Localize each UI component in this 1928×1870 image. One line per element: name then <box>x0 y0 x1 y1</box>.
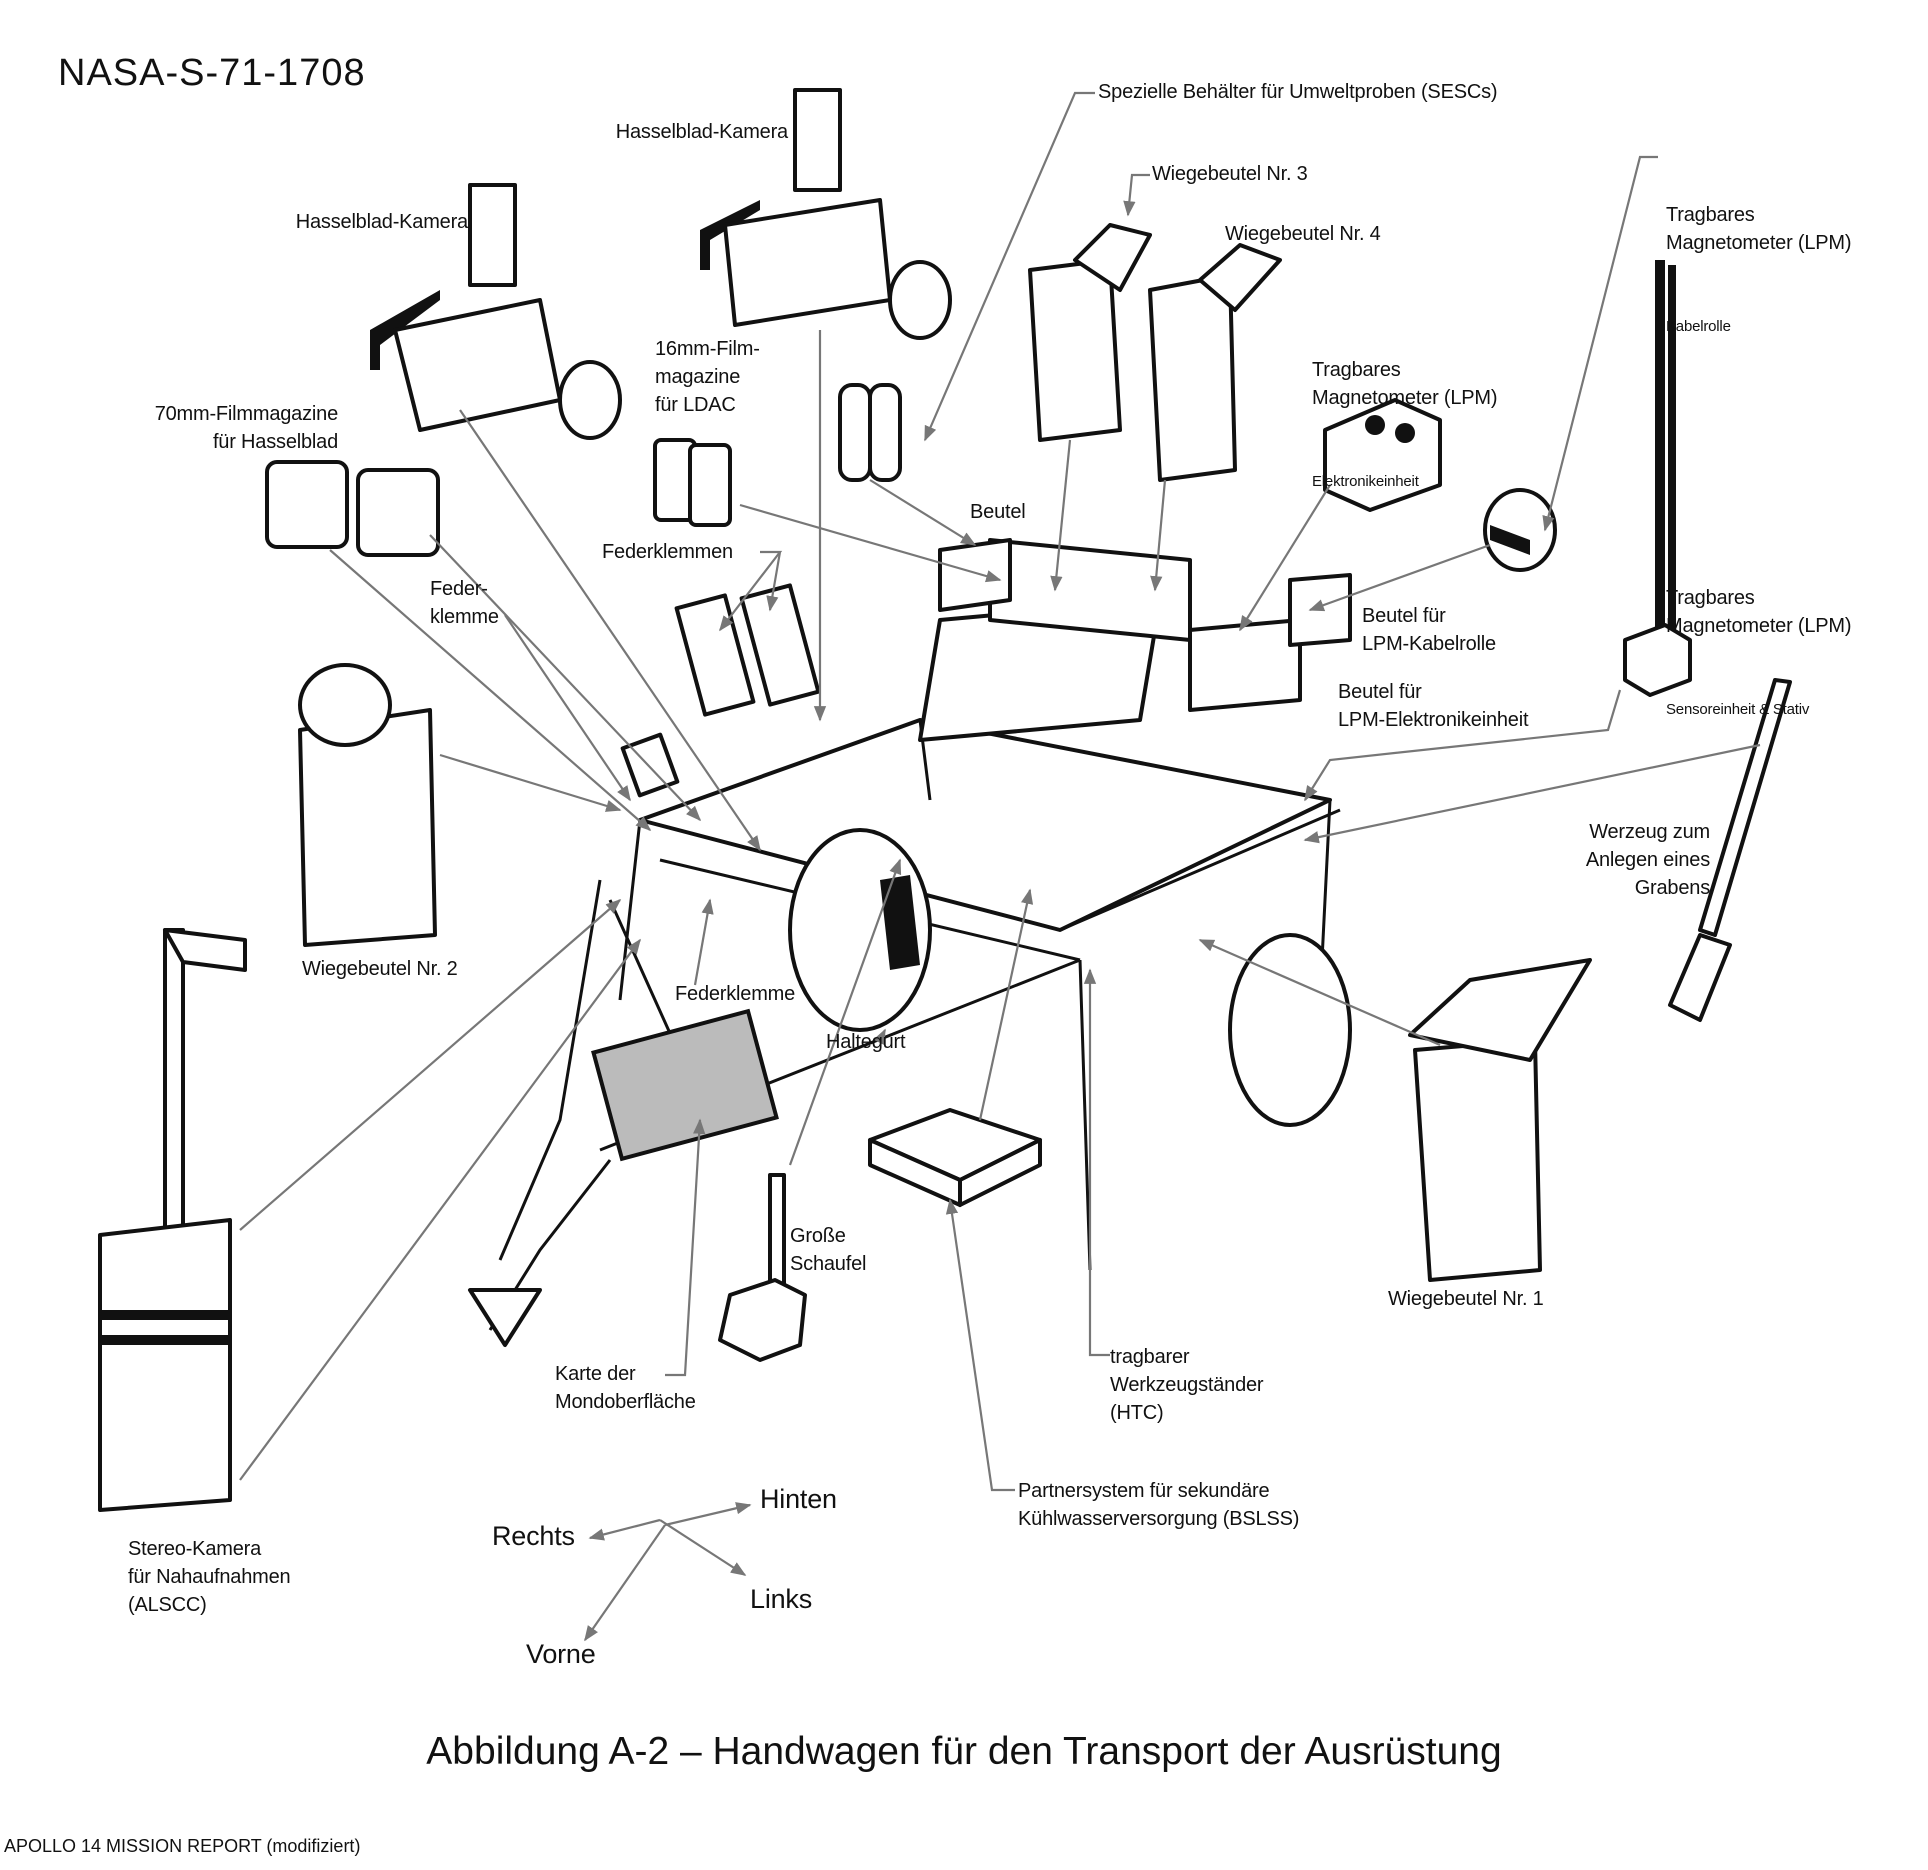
label-bslss: Partnersystem für sekundäre Kühlwasserve… <box>1018 1480 1300 1530</box>
film-magazines-16mm <box>653 438 732 527</box>
orientation-back: Hinten <box>760 1484 837 1514</box>
label-alscc: Stereo-Kamera für Nahaufnahmen (ALSCC) <box>128 1538 291 1616</box>
label-large-scoop: Große Schaufel <box>790 1225 867 1275</box>
label-lpm-cable-reel: Tragbares Magnetometer (LPM) Kabelrolle <box>1666 145 1852 369</box>
lpm-sensor-title: Tragbares Magnetometer (LPM) <box>1666 587 1852 637</box>
label-feder-klemme: Feder- klemme <box>430 578 499 628</box>
orientation-right: Rechts <box>492 1521 575 1551</box>
orientation-arrows <box>584 1502 752 1642</box>
label-sescs: Spezielle Behälter für Umweltproben (SES… <box>1098 81 1498 103</box>
label-weigh-bag-3: Wiegebeutel Nr. 3 <box>1152 163 1308 185</box>
label-beutel: Beutel <box>970 501 1026 523</box>
lpm-elec-title: Tragbares Magnetometer (LPM) <box>1312 359 1498 409</box>
label-federklemmen: Federklemmen <box>602 541 733 563</box>
document-id: NASA-S-71-1708 <box>58 52 366 94</box>
hasselblad-camera-top <box>700 88 952 340</box>
leader-lines <box>239 91 1761 1492</box>
sesc-containers <box>838 383 902 482</box>
lpm-cable-sub: Kabelrolle <box>1666 318 1731 335</box>
film-magazines-70mm <box>265 460 440 557</box>
label-bag-lpm-electronics: Beutel für LPM-Elektronikeinheit <box>1338 681 1529 731</box>
hasselblad-camera-left <box>370 183 622 440</box>
lpm-cable-reel <box>1483 488 1557 572</box>
lpm-sensor-sub: Sensoreinheit & Stativ <box>1666 701 1810 718</box>
figure-caption: Abbildung A-2 – Handwagen für den Transp… <box>426 1730 1502 1773</box>
lpm-electronics-unit <box>1323 398 1442 512</box>
footer-source: APOLLO 14 MISSION REPORT (modifiziert) <box>4 1836 361 1856</box>
label-federklemme: Federklemme <box>675 983 796 1005</box>
label-haltegurt: Haltegurt <box>826 1031 906 1053</box>
lpm-sensor-tripod <box>1623 260 1692 697</box>
weigh-bag-4 <box>1148 243 1282 482</box>
orientation-front: Vorne <box>526 1639 596 1669</box>
weigh-bag-1 <box>1408 958 1592 1282</box>
label-lunar-map: Karte der Mondoberfläche <box>555 1363 696 1413</box>
label-hasselblad-left: Hasselblad-Kamera <box>295 211 468 233</box>
label-lpm-sensor: Tragbares Magnetometer (LPM) Sensoreinhe… <box>1666 528 1852 752</box>
weigh-bag-2 <box>298 663 437 947</box>
label-bag-lpm-cable: Beutel für LPM-Kabelrolle <box>1362 605 1496 655</box>
weigh-bag-3 <box>1028 223 1152 442</box>
orientation-left: Links <box>750 1584 813 1614</box>
large-scoop <box>718 1173 807 1362</box>
label-70mm-film: 70mm-Filmmagazine für Hasselblad <box>154 403 339 453</box>
label-weigh-bag-1: Wiegebeutel Nr. 1 <box>1388 1288 1544 1310</box>
label-trenching-tool: Werzeug zum Anlegen eines Grabens <box>1585 821 1710 899</box>
lpm-elec-sub: Elektronikeinheit <box>1312 473 1419 490</box>
label-16mm-film: 16mm-Film- magazine für LDAC <box>655 338 760 416</box>
label-weigh-bag-4: Wiegebeutel Nr. 4 <box>1225 223 1381 245</box>
label-hasselblad-top: Hasselblad-Kamera <box>615 121 788 143</box>
label-weigh-bag-2: Wiegebeutel Nr. 2 <box>302 958 458 980</box>
cart-frame <box>468 538 1352 1347</box>
label-htc: tragbarer Werkzeugständer (HTC) <box>1110 1346 1264 1424</box>
lpm-cable-title: Tragbares Magnetometer (LPM) <box>1666 204 1852 254</box>
stereo-closeup-camera <box>98 928 247 1512</box>
label-lpm-electronics: Tragbares Magnetometer (LPM) Elektronike… <box>1312 300 1498 524</box>
trenching-tool <box>1668 678 1792 1022</box>
